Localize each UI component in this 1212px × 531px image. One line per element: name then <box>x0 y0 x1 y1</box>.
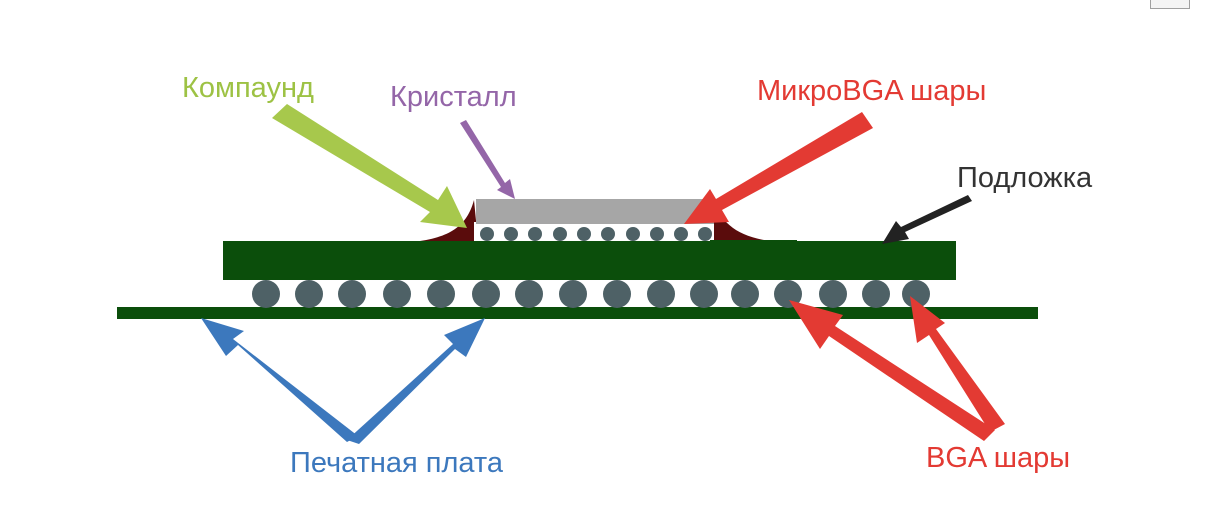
micro-bga-ball <box>504 227 518 241</box>
bga-ball <box>383 280 411 308</box>
crystal-arrow <box>460 120 515 199</box>
micro-bga-ball <box>553 227 567 241</box>
label-bga: BGA шары <box>926 442 1070 474</box>
substrate <box>223 241 956 280</box>
bga-ball <box>427 280 455 308</box>
label-crystal: Кристалл <box>390 81 517 113</box>
micro-bga-arrow <box>684 112 873 224</box>
bga-ball <box>603 280 631 308</box>
bga-ball <box>862 280 890 308</box>
window-corner-box <box>1150 0 1190 9</box>
bga-balls <box>252 280 930 308</box>
pcb-board <box>117 307 1038 319</box>
bga-ball <box>515 280 543 308</box>
bga-arrow-left <box>789 300 995 441</box>
label-pcb: Печатная плата <box>290 447 504 479</box>
bga-ball <box>819 280 847 308</box>
bga-ball <box>690 280 718 308</box>
micro-bga-ball <box>480 227 494 241</box>
compound-fillet-right <box>704 200 770 241</box>
bga-ball <box>295 280 323 308</box>
label-substrate: Подложка <box>957 162 1093 194</box>
bga-ball <box>559 280 587 308</box>
bga-ball <box>902 280 930 308</box>
micro-bga-ball <box>601 227 615 241</box>
micro-bga-ball <box>650 227 664 241</box>
micro-bga-ball <box>577 227 591 241</box>
bga-ball <box>647 280 675 308</box>
pcb-arrow-left <box>201 318 358 442</box>
micro-bga-balls <box>480 227 712 241</box>
label-compound: Компаунд <box>182 72 314 104</box>
bga-ball <box>472 280 500 308</box>
compound-fillet-left <box>420 200 478 241</box>
bga-arrow-right <box>910 296 1005 432</box>
substrate-arrow <box>882 195 972 244</box>
bga-ball <box>338 280 366 308</box>
bga-ball <box>731 280 759 308</box>
compound-arrow <box>272 104 467 228</box>
micro-bga-ball <box>626 227 640 241</box>
bga-ball <box>774 280 802 308</box>
label-micro-bga: МикроBGA шары <box>757 75 986 107</box>
micro-bga-ball <box>698 227 712 241</box>
micro-bga-ball <box>528 227 542 241</box>
micro-bga-ball <box>674 227 688 241</box>
bga-ball <box>252 280 280 308</box>
pcb-arrow-right <box>347 318 485 444</box>
die-crystal <box>476 199 714 224</box>
